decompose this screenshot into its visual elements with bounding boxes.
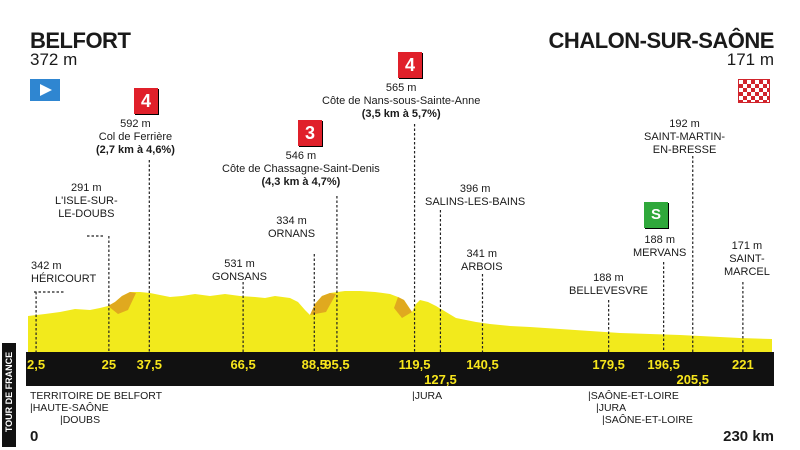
km-label-5: 95,5 xyxy=(324,357,349,372)
start-town: BELFORT xyxy=(30,28,131,53)
climb-badge-cat3-chassagne: 3 xyxy=(298,120,322,146)
climb-badge-cat4-nans: 4 xyxy=(398,52,422,78)
start-flag-icon xyxy=(30,79,60,101)
climb-badge-cat4-ferriere: 4 xyxy=(134,88,158,114)
km-label-11: 205,5 xyxy=(676,372,709,387)
km-label-7: 127,5 xyxy=(424,372,457,387)
finish-town: CHALON-SUR-SAÔNE xyxy=(548,28,775,53)
km-label-10: 196,5 xyxy=(647,357,680,372)
departments-right: |SAÔNE-ET-LOIRE |JURA |SAÔNE-ET-LOIRE xyxy=(588,390,693,426)
km-label-2: 37,5 xyxy=(137,357,162,372)
tour-de-france-side-logo: TOUR DE FRANCE xyxy=(2,343,16,447)
terrain-profile xyxy=(28,291,772,352)
climb-face-chassagne xyxy=(310,293,336,315)
km-bar xyxy=(26,352,774,386)
km-label-1: 25 xyxy=(102,357,116,372)
km-label-4: 88,5 xyxy=(302,357,327,372)
km-label-9: 179,5 xyxy=(592,357,625,372)
km-label-0: 2,5 xyxy=(27,357,45,372)
distance-end: 230 km xyxy=(723,428,774,445)
start-elevation: 372 m xyxy=(30,50,78,69)
sprint-badge-mervans: S xyxy=(644,202,668,228)
departments-middle: |JURA xyxy=(412,390,443,402)
km-label-6: 119,5 xyxy=(399,357,431,372)
climb-face-ferriere xyxy=(108,292,136,314)
km-label-3: 66,5 xyxy=(230,357,255,372)
km-label-8: 140,5 xyxy=(466,357,499,372)
finish-elevation: 171 m xyxy=(726,50,774,69)
departments-left: TERRITOIRE DE BELFORT |HAUTE-SAÔNE |DOUB… xyxy=(30,390,163,426)
distance-start: 0 xyxy=(30,428,39,445)
climb-face-nans xyxy=(394,297,412,318)
finish-flag-icon xyxy=(738,79,770,103)
km-label-12: 221 xyxy=(732,357,754,372)
